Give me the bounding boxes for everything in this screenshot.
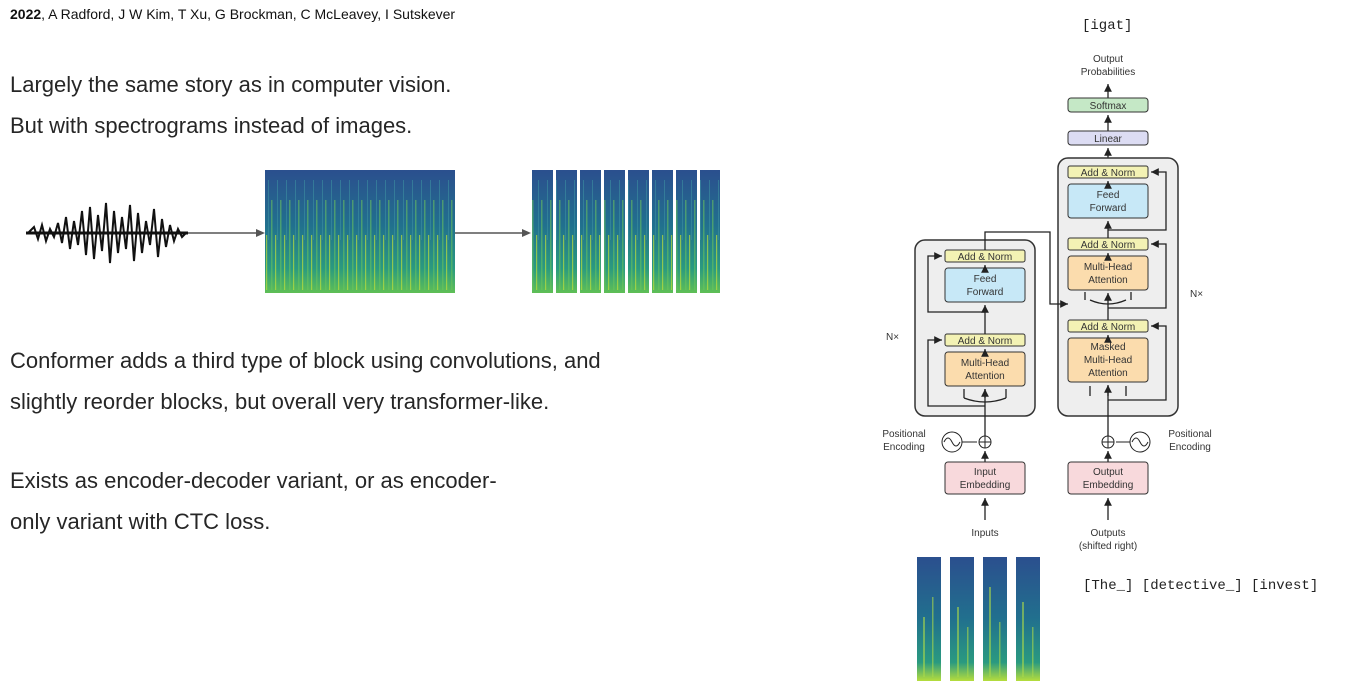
input-embedding-label-1: Input bbox=[974, 467, 996, 478]
encoder-multi-head-attention: Multi-Head Attention bbox=[944, 351, 1026, 387]
spectrogram-chunk-4 bbox=[1016, 557, 1040, 681]
paragraph-3-line-2: only variant with CTC loss. bbox=[10, 509, 271, 534]
encoder-add-norm-2-label: Add & Norm bbox=[958, 252, 1012, 263]
chunked-spectrogram-image bbox=[532, 170, 720, 293]
linear-block: Linear bbox=[1067, 130, 1149, 146]
softmax-block: Softmax bbox=[1067, 97, 1149, 113]
masked-attention-label-1: Masked bbox=[1090, 342, 1125, 353]
spectrogram-image bbox=[265, 170, 455, 293]
decoder-add-norm-2-label: Add & Norm bbox=[1081, 240, 1135, 251]
decoder-nx-label: N× bbox=[1190, 289, 1203, 300]
paragraph-2-line-1: Conformer adds a third type of block usi… bbox=[10, 348, 601, 373]
decoder-positional-encoding: Positional Encoding bbox=[1101, 429, 1212, 453]
inputs-label: Inputs bbox=[971, 528, 998, 539]
output-probabilities-label-1: Output bbox=[1093, 54, 1123, 65]
dec-pos-label-2: Encoding bbox=[1169, 442, 1211, 453]
input-embedding-label-2: Embedding bbox=[960, 480, 1011, 491]
masked-attention-label-3: Attention bbox=[1088, 368, 1127, 379]
input-embedding-block: Input Embedding bbox=[944, 461, 1026, 495]
decoder-add-norm-1: Add & Norm bbox=[1067, 319, 1149, 333]
encoder-add-norm-1: Add & Norm bbox=[944, 333, 1026, 347]
encoder-mha-label-2: Attention bbox=[965, 371, 1004, 382]
decoder-add-norm-3: Add & Norm bbox=[1067, 165, 1149, 179]
paragraph-1-line-2: But with spectrograms instead of images. bbox=[10, 113, 413, 138]
encoder-nx-label: N× bbox=[886, 332, 899, 343]
paragraph-3-line-1: Exists as encoder-decoder variant, or as… bbox=[10, 468, 497, 493]
decoder-add-norm-2: Add & Norm bbox=[1067, 237, 1149, 251]
decoder-add-norm-1-label: Add & Norm bbox=[1081, 322, 1135, 333]
outputs-label-1: Outputs bbox=[1090, 528, 1125, 539]
encoder-positional-encoding: Positional Encoding bbox=[882, 429, 992, 453]
output-token-label: [igat] bbox=[1082, 18, 1133, 34]
decoder-feed-forward: Feed Forward bbox=[1067, 183, 1149, 219]
paragraph-2-line-2: slightly reorder blocks, but overall ver… bbox=[10, 389, 550, 414]
encoder-feed-forward: Feed Forward bbox=[944, 267, 1026, 303]
dec-pos-label-1: Positional bbox=[1168, 429, 1211, 440]
output-probabilities-label-2: Probabilities bbox=[1081, 67, 1135, 78]
encoder-ff-label-1: Feed bbox=[974, 274, 997, 285]
arrow-2-icon bbox=[455, 229, 531, 237]
decoder-mha-label-2: Attention bbox=[1088, 275, 1127, 286]
decoder-add-norm-3-label: Add & Norm bbox=[1081, 168, 1135, 179]
output-embedding-label-1: Output bbox=[1093, 467, 1123, 478]
encoder-add-norm-2: Add & Norm bbox=[944, 249, 1026, 263]
transformer-diagram: Output Probabilities Softmax Linear Add … bbox=[882, 54, 1212, 552]
input-spectrogram-chunks bbox=[917, 557, 1040, 681]
masked-attention-label-2: Multi-Head bbox=[1084, 355, 1132, 366]
linear-label: Linear bbox=[1094, 134, 1122, 145]
encoder-ff-label-2: Forward bbox=[967, 287, 1004, 298]
citation-year: 2022 bbox=[10, 6, 42, 22]
encoder-stack bbox=[914, 239, 1036, 417]
output-embedding-label-2: Embedding bbox=[1083, 480, 1134, 491]
enc-pos-label-1: Positional bbox=[882, 429, 925, 440]
softmax-label: Softmax bbox=[1090, 101, 1127, 112]
decoder-masked-attention: Masked Multi-Head Attention bbox=[1067, 337, 1149, 383]
spectrogram-chunk-2 bbox=[950, 557, 974, 681]
decoder-multi-head-attention: Multi-Head Attention bbox=[1067, 255, 1149, 291]
audio-pipeline-figure bbox=[26, 170, 720, 293]
input-tokens-label: [The_] [detective_] [invest] bbox=[1083, 578, 1319, 594]
spectrogram-chunk-3 bbox=[983, 557, 1007, 681]
outputs-label-2: (shifted right) bbox=[1079, 541, 1137, 552]
spectrogram-chunk-1 bbox=[917, 557, 941, 681]
output-embedding-block: Output Embedding bbox=[1067, 461, 1149, 495]
citation: 2022, A Radford, J W Kim, T Xu, G Brockm… bbox=[10, 6, 455, 22]
encoder-mha-label-1: Multi-Head bbox=[961, 358, 1009, 369]
decoder-ff-label-2: Forward bbox=[1090, 203, 1127, 214]
decoder-mha-label-1: Multi-Head bbox=[1084, 262, 1132, 273]
waveform-icon bbox=[26, 202, 188, 264]
decoder-ff-label-1: Feed bbox=[1097, 190, 1120, 201]
enc-pos-label-2: Encoding bbox=[883, 442, 925, 453]
arrow-1-icon bbox=[188, 229, 265, 237]
paragraph-1-line-1: Largely the same story as in computer vi… bbox=[10, 72, 452, 97]
encoder-add-norm-1-label: Add & Norm bbox=[958, 336, 1012, 347]
citation-authors: , A Radford, J W Kim, T Xu, G Brockman, … bbox=[41, 6, 456, 22]
